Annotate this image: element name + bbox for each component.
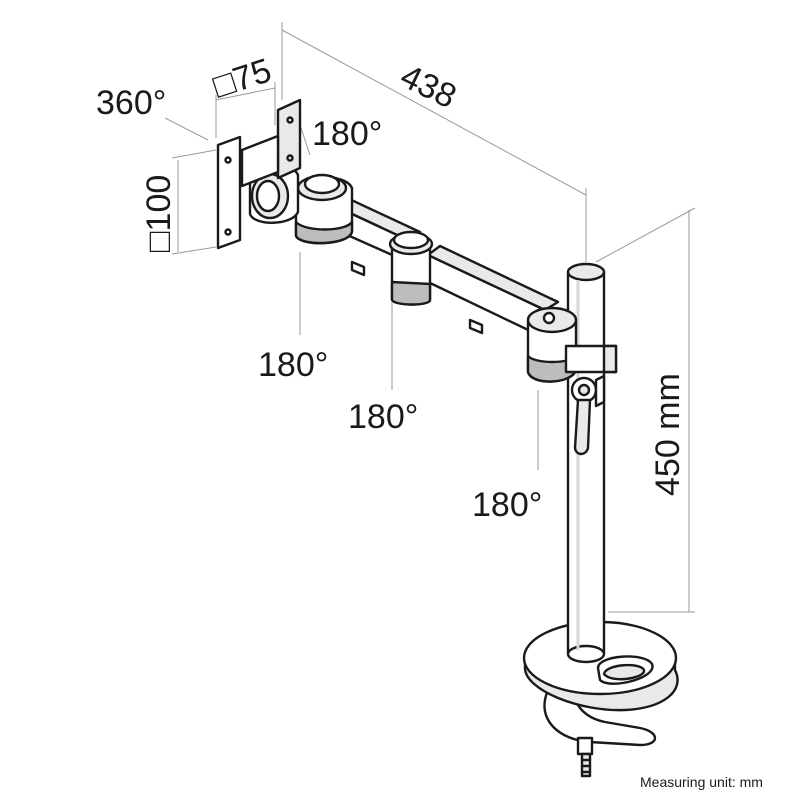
rotation-label-joint-3: 180° <box>472 486 542 524</box>
unit-note: Measuring unit: mm <box>640 774 763 790</box>
pole <box>566 262 606 664</box>
vesa-100-label: □100 <box>140 175 178 252</box>
arm <box>316 188 560 340</box>
rotation-label-head: 360° <box>96 84 166 122</box>
rotation-label-tilt: 180° <box>312 115 382 153</box>
rear-joint <box>526 306 618 456</box>
middle-joint <box>388 230 434 306</box>
rotation-label-joint-2: 180° <box>348 398 418 436</box>
rotation-label-joint-1: 180° <box>258 346 328 384</box>
vesa-75-label: □75 <box>209 51 276 105</box>
front-joint <box>294 173 354 245</box>
arm-length-label: 438 <box>394 57 462 116</box>
monitor-head <box>216 98 302 250</box>
pole-height-label: 450 mm <box>649 373 687 496</box>
dimension-lines <box>164 22 696 613</box>
grommet-base <box>522 620 679 778</box>
